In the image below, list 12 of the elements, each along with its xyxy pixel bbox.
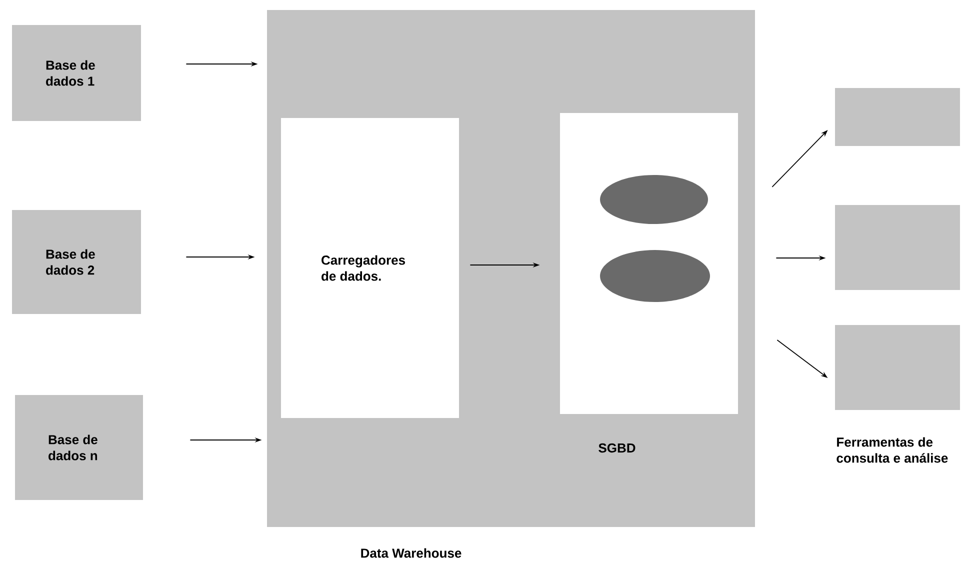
database-box: Base de dados 1 (12, 25, 141, 121)
node-label: SGBD (598, 443, 636, 453)
tool-box (835, 88, 960, 146)
node-label: Data Warehouse (361, 548, 462, 558)
tool-box (835, 325, 960, 410)
storage-ellipse (600, 175, 708, 224)
tool-box (835, 205, 960, 290)
database-box: Base de dados n (15, 395, 143, 500)
group-caption: Ferramentas de consulta e análise (836, 437, 948, 463)
loader-box: Carregadores de dados. (281, 118, 459, 418)
storage-ellipse (600, 250, 710, 302)
database-box: Base de dados 2 (12, 210, 141, 314)
